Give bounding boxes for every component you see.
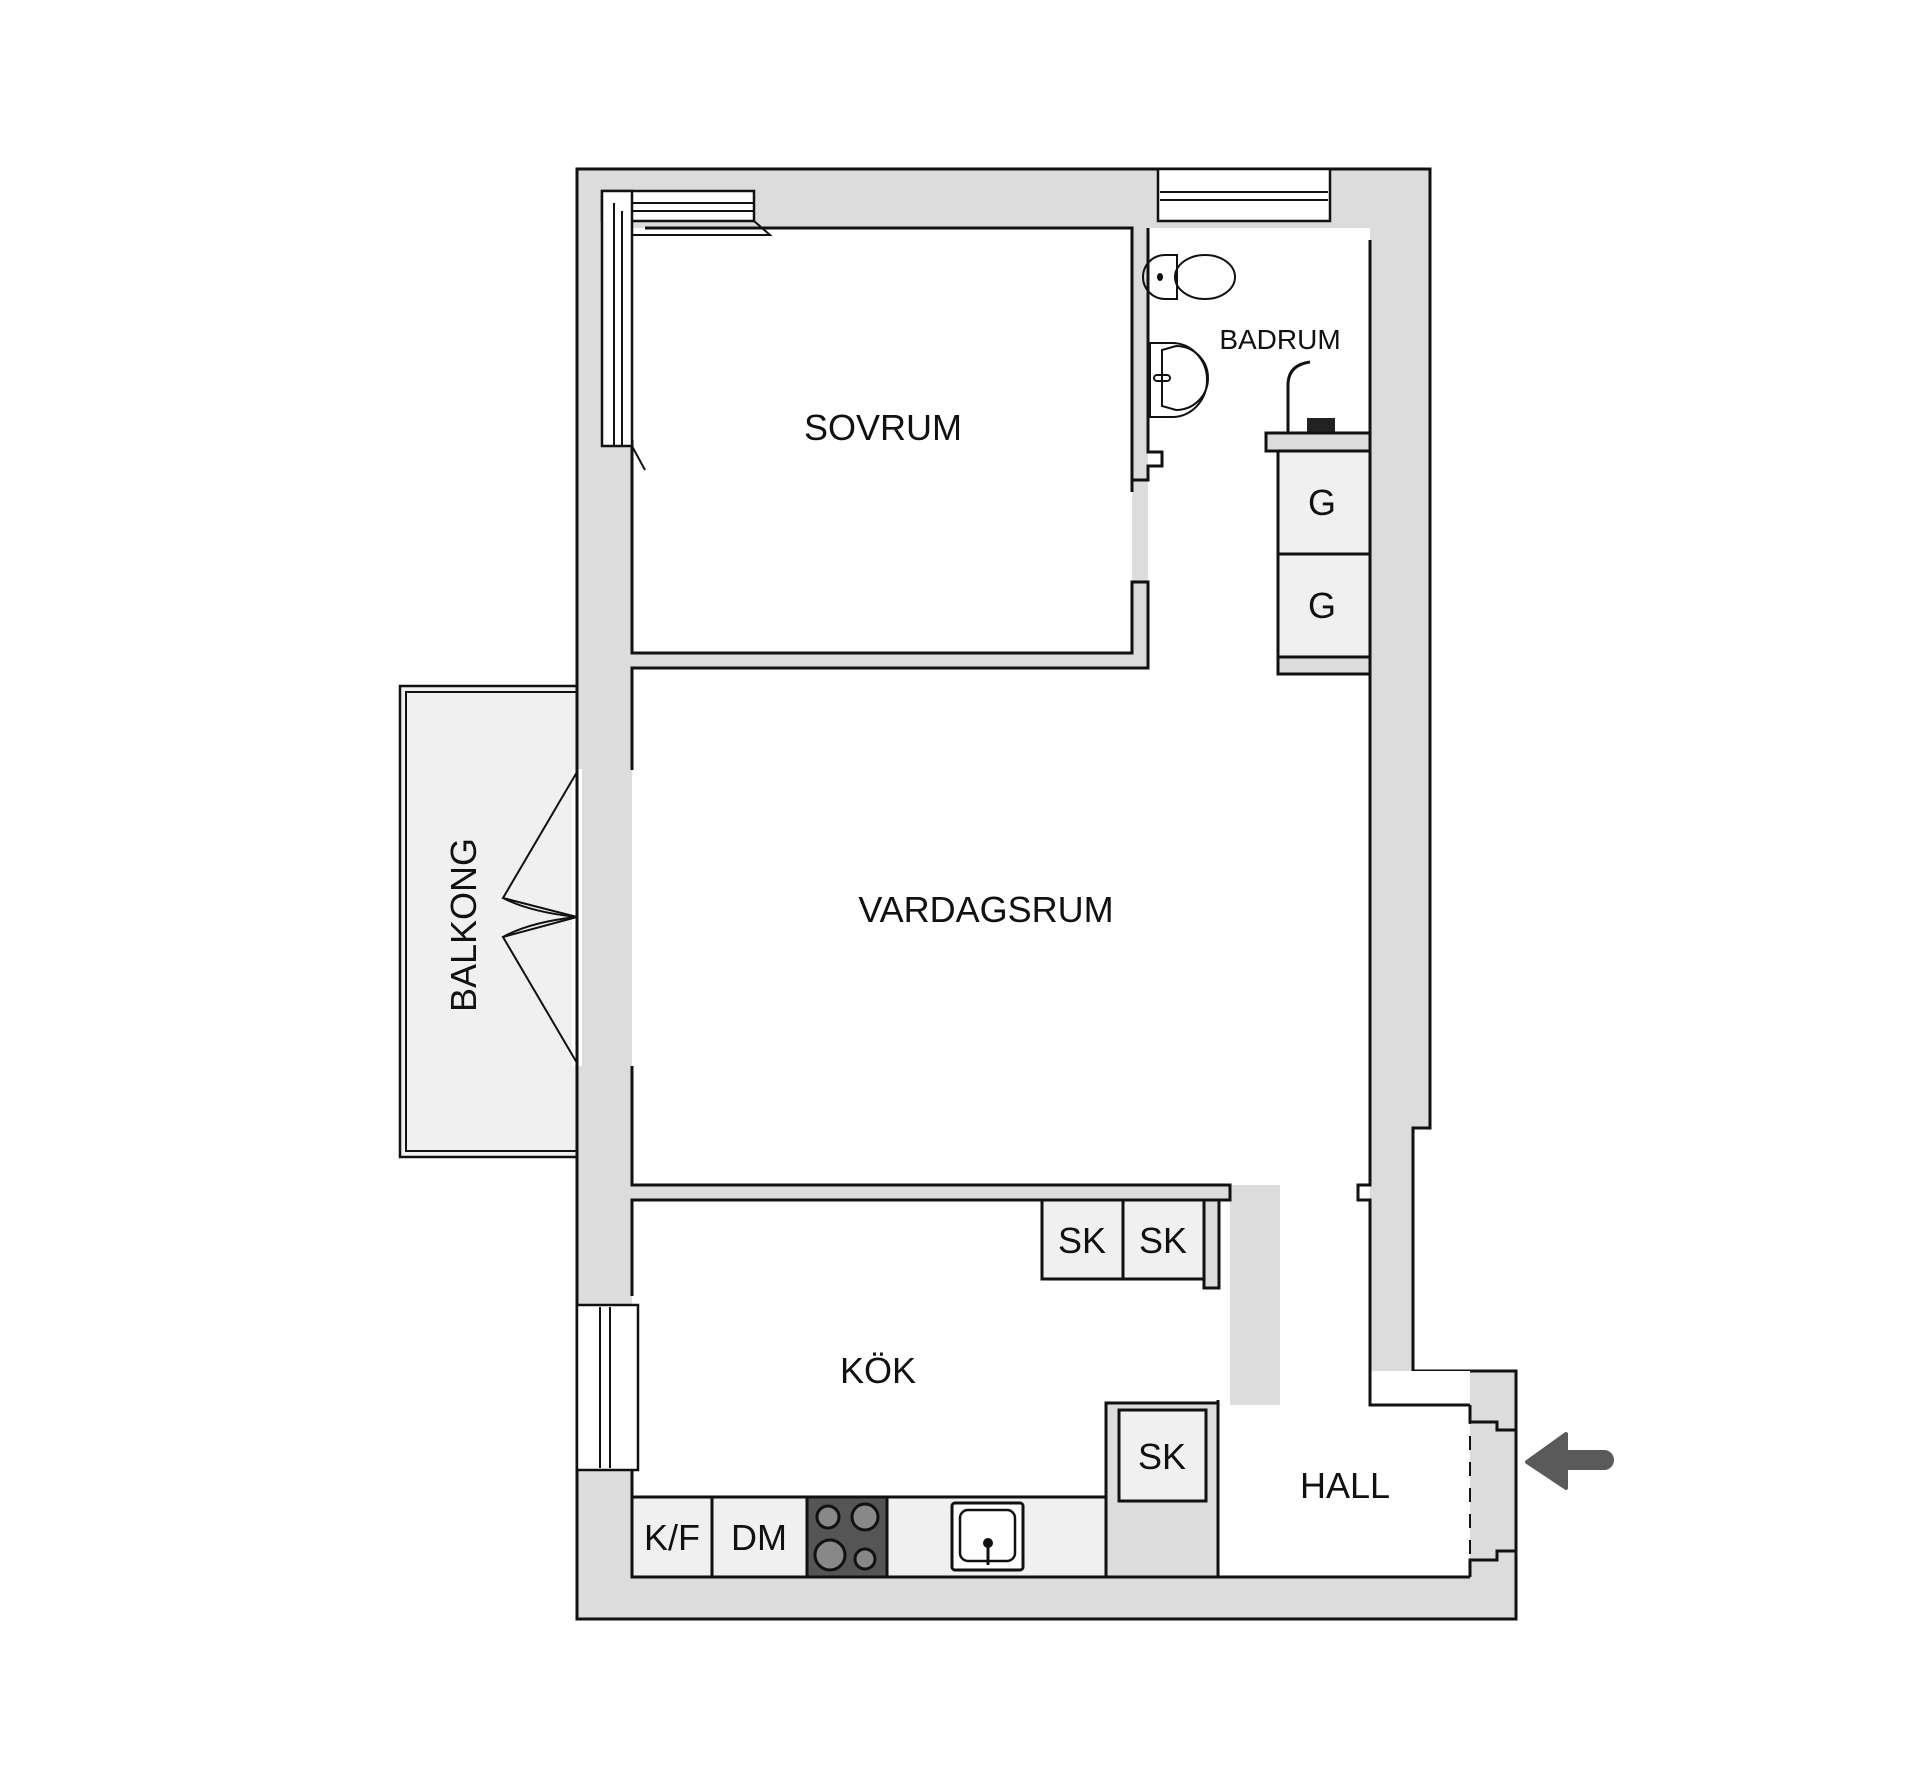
room-label-badrum: BADRUM bbox=[1219, 324, 1340, 355]
dishwasher: DM bbox=[710, 1495, 809, 1579]
washbasin-icon bbox=[1149, 342, 1209, 418]
fridge-freezer: K/F bbox=[630, 1495, 714, 1579]
toilet-icon bbox=[1142, 254, 1236, 300]
cabinet-sk-2: SK bbox=[1121, 1198, 1206, 1281]
entrance-door[interactable] bbox=[1468, 1405, 1516, 1577]
cabinet-sk-1: SK bbox=[1040, 1198, 1125, 1281]
windows bbox=[575, 167, 1332, 1472]
svg-text:G: G bbox=[1308, 482, 1336, 523]
room-label-sovrum: SOVRUM bbox=[804, 407, 962, 448]
room-label-vardagsrum: VARDAGSRUM bbox=[858, 889, 1113, 930]
sk-stub-wall bbox=[1202, 1198, 1221, 1290]
interior-walls bbox=[630, 226, 1470, 1579]
room-label-hall: HALL bbox=[1300, 1465, 1390, 1506]
arrow-left-icon bbox=[1525, 1432, 1614, 1490]
svg-text:SK: SK bbox=[1058, 1220, 1106, 1261]
svg-text:SK: SK bbox=[1139, 1220, 1187, 1261]
cabinet-sk-3: SK bbox=[1117, 1408, 1208, 1503]
kitchen-counter: K/F DM bbox=[630, 1495, 1108, 1579]
room-label-kok: KÖK bbox=[840, 1350, 916, 1391]
room-label-balkong: BALKONG bbox=[443, 838, 484, 1012]
svg-text:K/F: K/F bbox=[644, 1517, 700, 1558]
svg-text:SK: SK bbox=[1138, 1436, 1186, 1477]
cabinet-g-2: G bbox=[1276, 552, 1372, 659]
floor-areas bbox=[632, 228, 1470, 1577]
stove-icon bbox=[805, 1495, 889, 1579]
cabinet-g-1: G bbox=[1276, 449, 1372, 556]
cabinet-base-wall bbox=[1276, 655, 1372, 676]
sink-icon bbox=[950, 1501, 1025, 1572]
svg-text:DM: DM bbox=[731, 1517, 787, 1558]
balcony-door[interactable] bbox=[501, 769, 582, 1066]
svg-text:G: G bbox=[1308, 585, 1336, 626]
